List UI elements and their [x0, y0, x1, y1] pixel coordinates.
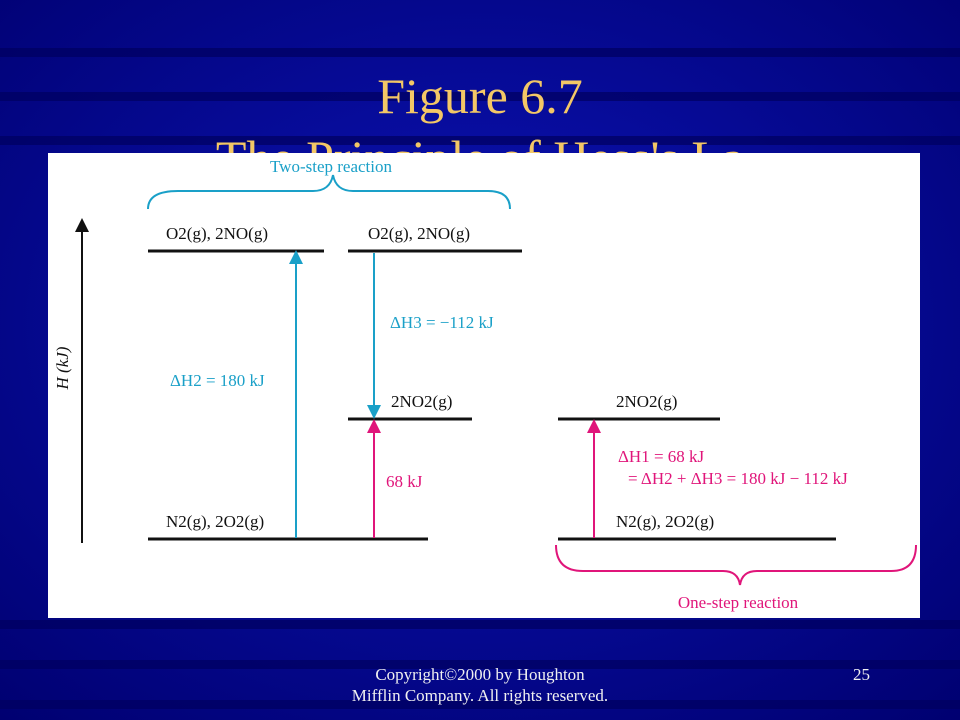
level-top-left-label: O2(g), 2NO(g)	[166, 224, 268, 243]
y-axis-label: H (kJ)	[53, 346, 72, 390]
level-right-bottom-label: N2(g), 2O2(g)	[616, 512, 714, 531]
two-step-brace	[147, 174, 511, 210]
enthalpy-diagram: H (kJ) Two-step reaction O2(g), 2NO(g) O…	[53, 157, 917, 612]
level-middle-label: 2NO2(g)	[391, 392, 452, 411]
net-68-label: 68 kJ	[386, 472, 423, 491]
footer-copyright: Copyright©2000 by Houghton Mifflin Compa…	[300, 664, 660, 706]
dh3-label: ΔH3 = −112 kJ	[390, 313, 494, 332]
slide-title: Figure 6.7	[377, 68, 583, 124]
footer-copyright-line-2: Mifflin Company. All rights reserved.	[351, 686, 609, 705]
level-right-top-label: 2NO2(g)	[616, 392, 677, 411]
dh1-label: ΔH1 = 68 kJ	[618, 447, 705, 466]
level-top-middle-label: O2(g), 2NO(g)	[368, 224, 470, 243]
dh1-sum-label: = ΔH2 + ΔH3 = 180 kJ − 112 kJ	[628, 469, 848, 488]
two-step-label: Two-step reaction	[270, 157, 393, 176]
one-step-brace	[555, 544, 917, 586]
hess-law-figure: H (kJ) Two-step reaction O2(g), 2NO(g) O…	[48, 153, 920, 618]
dh2-label: ΔH2 = 180 kJ	[170, 371, 265, 390]
level-bottom-left-label: N2(g), 2O2(g)	[166, 512, 264, 531]
footer-copyright-line-1: Copyright©2000 by Houghton	[375, 665, 585, 684]
one-step-label: One-step reaction	[678, 593, 799, 612]
page-number: 25	[853, 665, 870, 684]
